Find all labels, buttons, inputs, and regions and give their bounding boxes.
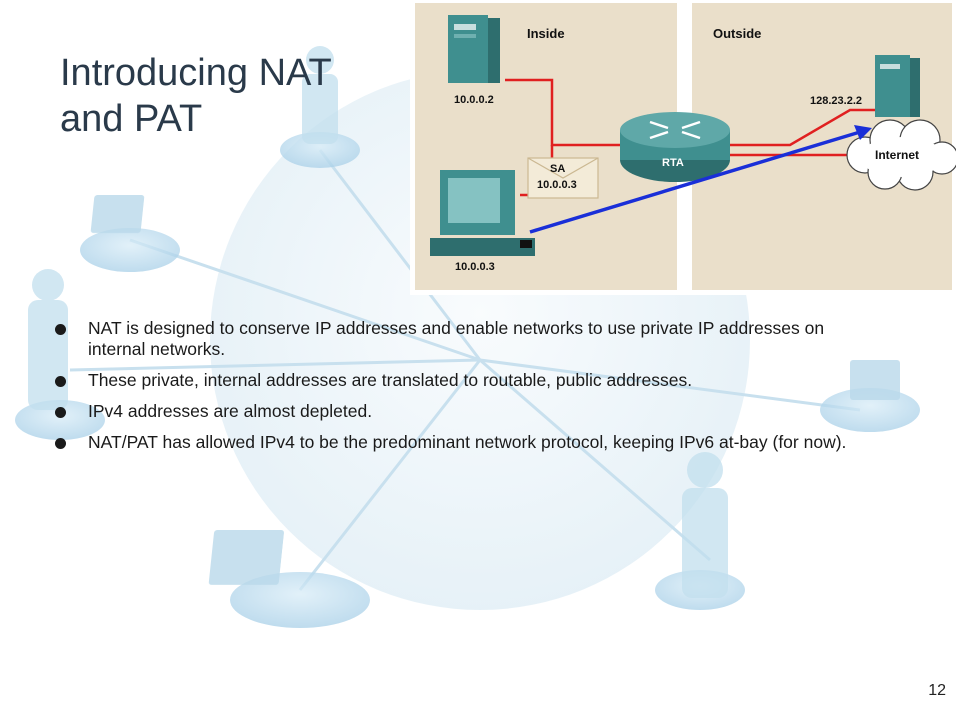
outside-label: Outside	[713, 26, 761, 41]
slide-title-line-2: and PAT	[60, 98, 203, 140]
inside-server-ip: 10.0.0.2	[454, 94, 494, 106]
nat-diagram: Inside Outside 10.0.0.2 SA 10.0.0.3	[410, 0, 956, 295]
bullet-dot	[55, 438, 66, 449]
bullet-text: IPv4 addresses are almost depleted.	[88, 401, 373, 421]
bullet-text: NAT is designed to conserve IP addresses…	[88, 318, 825, 359]
outside-server-icon	[875, 55, 920, 117]
router-icon	[620, 112, 730, 182]
internet-cloud-icon	[846, 119, 956, 191]
bullet-text: NAT/PAT has allowed IPv4 to be the predo…	[88, 432, 847, 452]
envelope-label: SA	[550, 163, 565, 175]
translation-arrow	[529, 125, 872, 234]
bullet-item: These private, internal addresses are tr…	[48, 370, 848, 391]
bullet-item: NAT/PAT has allowed IPv4 to be the predo…	[48, 432, 848, 453]
internet-label: Internet	[875, 148, 919, 162]
envelope-ip: 10.0.0.3	[537, 179, 577, 191]
bullet-list: NAT is designed to conserve IP addresses…	[48, 318, 848, 463]
inside-server-icon	[448, 15, 500, 83]
slide-title: Introducing NAT and PAT	[60, 50, 400, 142]
bullet-dot	[55, 407, 66, 418]
outside-server-ip: 128.23.2.2	[810, 95, 862, 107]
router-label: RTA	[662, 157, 684, 169]
page-number: 12	[928, 682, 946, 699]
workstation-icon	[430, 170, 535, 256]
bullet-item: NAT is designed to conserve IP addresses…	[48, 318, 848, 360]
bullet-text: These private, internal addresses are tr…	[88, 370, 693, 390]
bullet-dot	[55, 376, 66, 387]
inside-label: Inside	[527, 26, 565, 41]
bullet-item: IPv4 addresses are almost depleted.	[48, 401, 848, 422]
envelope-icon	[527, 157, 599, 199]
bullet-dot	[55, 324, 66, 335]
workstation-ip: 10.0.0.3	[455, 261, 495, 273]
slide-title-line-1: Introducing NAT	[60, 52, 332, 94]
